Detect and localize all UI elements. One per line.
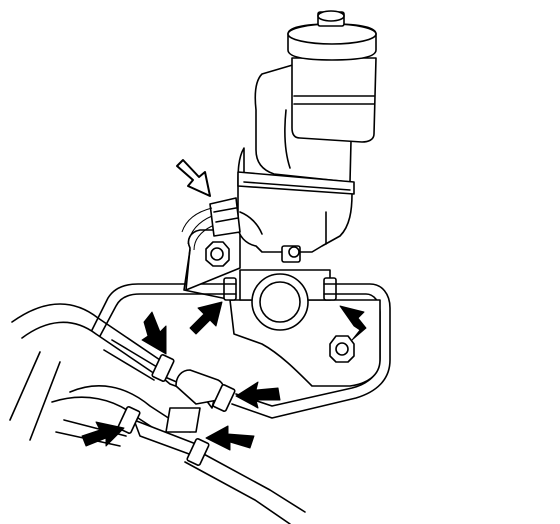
brake-line-flare-nuts-master-cylinder bbox=[223, 277, 337, 301]
master-cylinder-body bbox=[237, 147, 355, 331]
brake-lines-background bbox=[9, 303, 306, 524]
arrow-upper-line-right-nut bbox=[235, 381, 281, 409]
fluid-reservoir bbox=[254, 57, 377, 183]
arrow-lower-line-left-nut bbox=[81, 421, 125, 447]
arrow-right-outlet-fitting bbox=[339, 305, 367, 341]
arrow-lower-line-right-nut bbox=[205, 425, 255, 451]
arrow-upper-line-left-nut bbox=[141, 311, 167, 355]
callout-arrows bbox=[81, 159, 367, 451]
fluid-level-sensor-connector bbox=[181, 197, 241, 251]
mounting-nut-lower-right bbox=[329, 335, 355, 363]
arrow-left-outlet-fitting bbox=[189, 301, 223, 335]
mounting-nut-upper-left bbox=[205, 241, 230, 267]
hollow-arrow-connector-callout bbox=[176, 159, 211, 197]
brake-line-flare-nuts-lines bbox=[117, 354, 236, 466]
reservoir-cap bbox=[287, 10, 377, 61]
